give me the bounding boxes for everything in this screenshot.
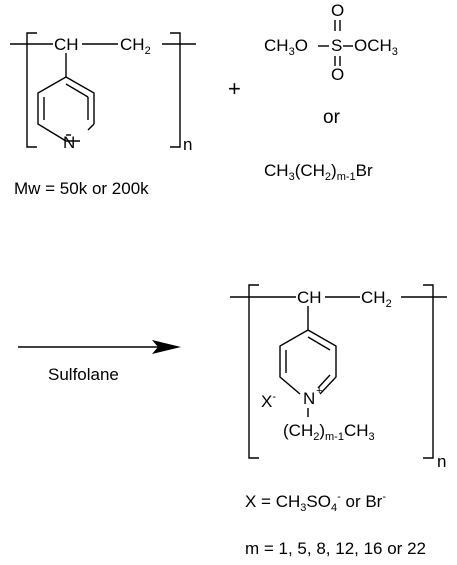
product-polymer: CH CH2 n N + X- (CH2)m-1CH3 [230,284,447,471]
ch-label: CH [54,35,79,54]
sulfur-atom: S [331,36,342,55]
reactant-polymer: CH CH2 n N Mw = 50k or 200k [10,32,196,198]
ring-nitrogen: N [63,133,75,152]
counter-ion-definition: X = CH3SO4- or Br- [245,491,386,514]
counter-ion: X- [261,391,276,411]
alkyl-chain: (CH2)m-1CH3 [283,421,375,443]
or-word: or [323,107,341,128]
product-right-bracket [423,284,434,459]
solvent-label: Sulfolane [48,365,119,384]
methoxy-left: CH3O [264,36,308,58]
molecular-weight: Mw = 50k or 200k [14,179,149,198]
repeat-unit-n: n [183,135,192,154]
alkyl-bromide: CH3(CH2)m-1Br [264,161,373,183]
product-left-bracket [248,284,259,459]
reaction-arrow: Sulfolane [18,340,181,384]
arrow-head [152,340,181,354]
product-ch-label: CH [297,288,322,307]
sulfate-oxygen-top: O [331,1,344,20]
pyridine-ring: N [37,76,95,152]
ch2-label: CH2 [120,35,151,57]
product-repeat-n: n [437,452,446,471]
nitrogen-positive-charge: + [316,385,322,397]
sulfate-oxygen-bottom: O [331,65,344,84]
plus-sign: + [228,76,241,101]
methoxy-right: OCH3 [354,36,398,58]
pyridinium-ring: N + [279,329,337,408]
left-bracket [26,32,37,148]
m-values-definition: m = 1, 5, 8, 12, 16 or 22 [245,539,426,558]
dimethyl-sulfate: O CH3O S OCH3 O [264,1,398,84]
product-ch2-label: CH2 [361,288,392,310]
right-bracket [170,32,181,148]
pyridinium-nitrogen: N [303,389,315,408]
